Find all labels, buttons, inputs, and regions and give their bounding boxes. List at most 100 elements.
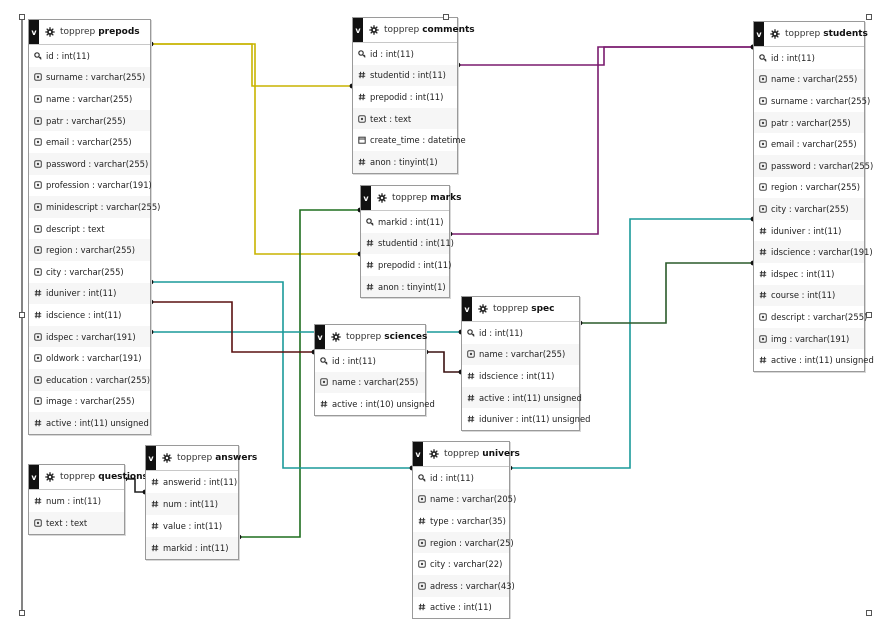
column-row[interactable]: idscience : varchar(191) (754, 241, 873, 263)
column-row[interactable]: email : varchar(255) (29, 131, 150, 153)
column-row[interactable]: iduniver : int(11) unsigned (462, 408, 590, 430)
relation-prepods-sciences[interactable] (151, 301, 314, 353)
column-row[interactable]: active : int(11) unsigned (29, 412, 150, 434)
gear-icon[interactable] (162, 453, 172, 463)
column-row[interactable]: oldwork : varchar(191) (29, 347, 150, 369)
gear-icon[interactable] (377, 193, 387, 203)
column-row[interactable]: value : int(11) (146, 515, 238, 537)
column-row[interactable]: answerid : int(11) (146, 471, 238, 493)
collapse-toggle[interactable]: v (146, 446, 156, 470)
resize-handle[interactable] (443, 14, 449, 20)
column-row[interactable]: name : varchar(255) (462, 343, 579, 366)
resize-handle[interactable] (19, 312, 25, 318)
column-row[interactable]: region : varchar(25) (413, 531, 514, 554)
collapse-toggle[interactable]: v (29, 465, 39, 489)
column-row[interactable]: region : varchar(255) (754, 176, 864, 199)
column-row[interactable]: password : varchar(255) (754, 154, 873, 177)
column-row[interactable]: id : int(11) (353, 43, 457, 65)
column-row[interactable]: idscience : int(11) (462, 365, 579, 387)
column-row[interactable]: email : varchar(255) (754, 133, 864, 155)
column-row[interactable]: iduniver : int(11) (29, 282, 150, 305)
column-row[interactable]: adress : varchar(43) (413, 574, 515, 597)
column-row[interactable]: idscience : int(11) (29, 304, 150, 326)
column-row[interactable]: name : varchar(255) (754, 68, 864, 91)
relation-students-marks[interactable] (450, 46, 753, 235)
column-row[interactable]: id : int(11) (29, 45, 150, 67)
column-row[interactable]: profession : varchar(191) (29, 174, 152, 197)
column-row[interactable]: prepodid : int(11) (361, 254, 451, 276)
column-row[interactable]: anon : tinyint(1) (361, 275, 449, 298)
collapse-toggle[interactable]: v (315, 325, 325, 349)
collapse-toggle[interactable]: v (353, 18, 363, 42)
gear-icon[interactable] (770, 29, 780, 39)
column-row[interactable]: anon : tinyint(1) (353, 150, 457, 173)
column-row[interactable]: minidescript : varchar(255) (29, 196, 160, 218)
gear-icon[interactable] (429, 449, 439, 459)
column-row[interactable]: course : int(11) (754, 284, 864, 307)
collapse-toggle[interactable]: v (462, 297, 472, 321)
column-row[interactable]: active : int(11) unsigned (462, 386, 582, 409)
column-row[interactable]: region : varchar(255) (29, 239, 150, 261)
column-row[interactable]: city : varchar(255) (754, 198, 864, 220)
column-row[interactable]: prepodid : int(11) (353, 86, 457, 108)
column-row[interactable]: num : int(11) (146, 493, 238, 515)
column-row[interactable]: city : varchar(255) (29, 260, 150, 283)
column-row[interactable]: iduniver : int(11) (754, 219, 864, 242)
column-row[interactable]: name : varchar(255) (29, 88, 150, 110)
collapse-toggle[interactable]: v (413, 442, 423, 466)
column-row[interactable]: markid : int(11) (361, 211, 449, 233)
column-row[interactable]: type : varchar(35) (413, 510, 509, 532)
column-row[interactable]: id : int(11) (413, 467, 509, 489)
gear-icon[interactable] (45, 27, 55, 37)
column-row[interactable]: img : varchar(191) (754, 327, 864, 350)
column-row[interactable]: idspec : int(11) (754, 262, 864, 285)
gear-icon[interactable] (331, 332, 341, 342)
column-row[interactable]: active : int(11) unsigned (754, 349, 874, 371)
gear-icon[interactable] (478, 304, 488, 314)
resize-handle[interactable] (866, 610, 872, 616)
collapse-toggle[interactable]: v (361, 186, 371, 210)
column-row[interactable]: descript : text (29, 217, 150, 240)
column-row[interactable]: name : varchar(255) (315, 371, 425, 394)
column-row[interactable]: active : int(11) (413, 596, 509, 619)
collapse-toggle[interactable]: v (754, 22, 764, 46)
resize-handle[interactable] (866, 312, 872, 318)
column-row[interactable]: name : varchar(205) (413, 488, 516, 511)
relation-prepods-comments[interactable] (151, 43, 352, 87)
column-row[interactable]: image : varchar(255) (29, 390, 150, 413)
column-row[interactable]: text : text (353, 107, 457, 130)
column-row[interactable]: create_time : datetime (353, 129, 466, 151)
relation-students-comments[interactable] (458, 46, 753, 66)
relation-prepods-marks[interactable] (151, 43, 360, 255)
column-row[interactable]: text : text (29, 512, 124, 534)
column-row[interactable]: id : int(11) (462, 322, 579, 344)
column-row[interactable]: city : varchar(22) (413, 553, 509, 575)
column-row[interactable]: descript : varchar(255) (754, 306, 867, 328)
gear-icon[interactable] (369, 25, 379, 35)
relation-sciences-spec[interactable] (426, 351, 461, 373)
column-row[interactable]: patr : varchar(255) (754, 111, 864, 134)
resize-handle[interactable] (19, 610, 25, 616)
column-row[interactable]: studentid : int(11) (353, 64, 457, 87)
relation-students-spec[interactable] (580, 262, 753, 324)
column-row[interactable]: id : int(11) (754, 47, 864, 69)
column-row[interactable]: idspec : varchar(191) (29, 325, 150, 348)
collapse-toggle[interactable]: v (29, 20, 39, 44)
